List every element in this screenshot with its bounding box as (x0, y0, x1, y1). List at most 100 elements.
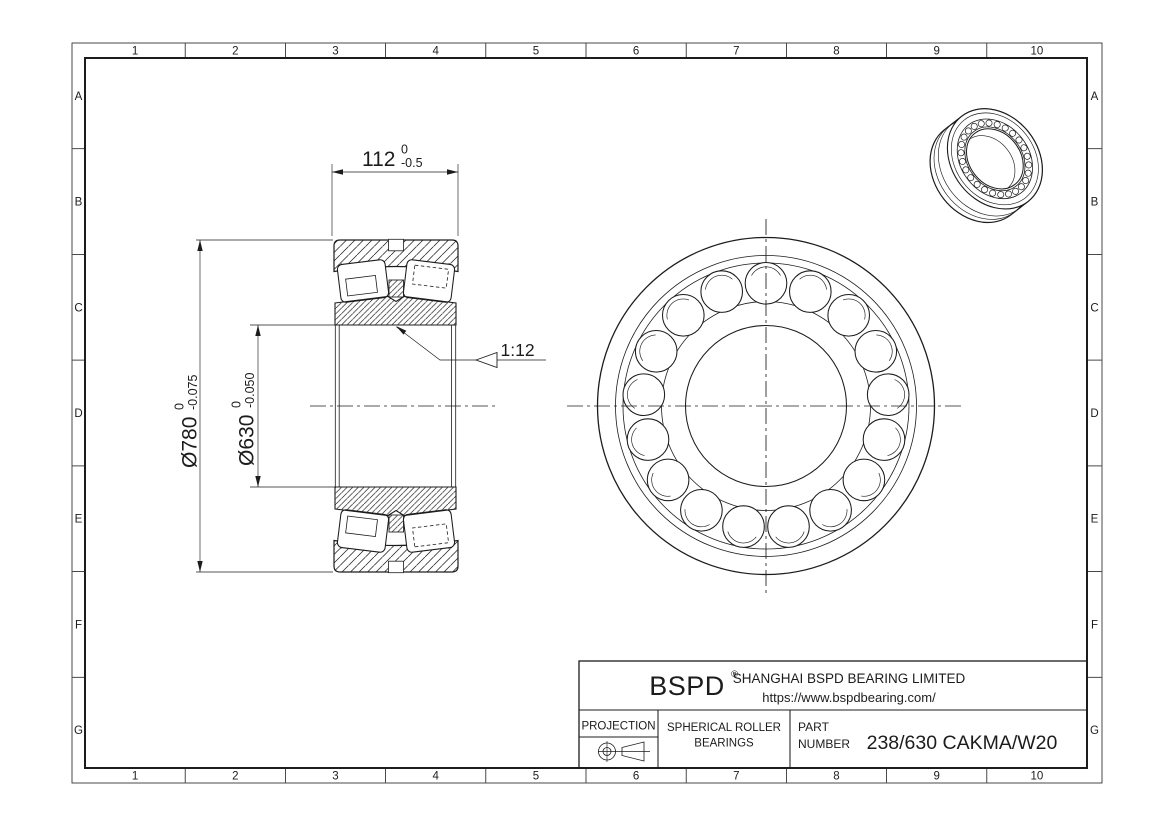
roller (788, 270, 832, 313)
grid-col-label-top: 10 (1031, 46, 1044, 58)
bspd-logo: BSPD (649, 671, 725, 701)
grid-row-label-right: C (1090, 302, 1098, 314)
roller-pocket-arc (861, 472, 881, 497)
roller (866, 373, 910, 417)
iso-roller (993, 121, 1001, 129)
taper-annotation: 1:12 (396, 326, 546, 369)
website-url: https://www.bspdbearing.com/ (762, 690, 936, 705)
dim-bore-tol-upper: 0 (230, 401, 244, 408)
grid-row-label-right: F (1091, 619, 1098, 631)
grid-row-label-left: B (75, 197, 83, 209)
iso-roller (1023, 152, 1031, 160)
roller (634, 329, 678, 373)
iso-roller (1005, 190, 1012, 198)
roller-pocket-arc (822, 509, 848, 528)
roller-pocket-arc (639, 334, 656, 361)
iso-roller (962, 166, 970, 174)
roller (767, 505, 810, 548)
product-type-line2: BEARINGS (694, 738, 754, 750)
iso-roller (1009, 129, 1017, 137)
taper-label: 1:12 (501, 340, 535, 360)
iso-roller (959, 157, 966, 165)
iso-bore-edge (966, 128, 1024, 190)
roller-pocket-arc (799, 274, 827, 290)
iso-roller (960, 133, 968, 141)
grid-col-label-top: 2 (232, 46, 238, 58)
roller-section-right (402, 259, 456, 303)
grid-col-label-bottom: 10 (1031, 771, 1044, 783)
grid-col-label-bottom: 2 (232, 771, 238, 783)
dim-width: 112 0 -0.5 (331, 143, 459, 236)
dim-bore-diameter: Ø630 0 -0.050 (230, 324, 338, 488)
roller-pocket-arc (651, 472, 671, 497)
roller (680, 488, 723, 532)
iso-roller (1025, 161, 1033, 169)
roller-pocket-arc (666, 298, 690, 320)
grid-row-label-left: G (74, 725, 83, 737)
iso-roller (1001, 124, 1009, 132)
grid-col-label-bottom: 5 (533, 771, 539, 783)
roller (854, 329, 898, 373)
roller (809, 488, 852, 532)
iso-roller (981, 186, 988, 194)
roller (622, 373, 666, 417)
registered-mark: ® (731, 669, 738, 680)
grid-col-label-bottom: 7 (733, 771, 739, 783)
iso-roller (1012, 187, 1019, 195)
iso-roller (1020, 144, 1028, 152)
iso-roller (997, 191, 1005, 199)
roller-pocket-arc (727, 531, 757, 544)
grid-row-label-right: E (1091, 514, 1099, 526)
grid-row-label-right: B (1091, 197, 1099, 209)
roller (700, 270, 744, 313)
lubrication-groove (388, 238, 404, 252)
roller (842, 458, 886, 502)
iso-roller (973, 180, 981, 188)
grid-col-label-top: 4 (432, 46, 439, 58)
dim-bore-value: Ø630 (236, 415, 259, 466)
iso-roller (1022, 177, 1030, 185)
iso-roller (958, 141, 966, 148)
dim-od-tol-upper: 0 (173, 403, 187, 410)
dim-od-value: Ø780 (179, 417, 202, 468)
roller-pocket-arc (631, 427, 645, 456)
iso-roller-band (957, 119, 1033, 199)
roller-section-left (336, 259, 390, 303)
iso-roller (964, 127, 972, 135)
grid-row-label-right: A (1091, 91, 1099, 103)
roller (827, 293, 871, 337)
grid-col-label-bottom: 1 (132, 771, 138, 783)
section-lower-half (333, 486, 459, 574)
grid-col-label-bottom: 9 (933, 771, 939, 783)
isometric-view (929, 108, 1043, 224)
grid-col-label-bottom: 6 (633, 771, 639, 783)
grid-col-label-top: 6 (633, 46, 639, 58)
section-upper-half (333, 238, 459, 326)
roller-pocket-arc (887, 427, 901, 456)
grid-col-label-top: 5 (533, 46, 539, 58)
roller-pocket-arc (684, 509, 710, 528)
roller-pocket-arc (842, 298, 866, 320)
grid-col-label-top: 9 (933, 46, 939, 58)
iso-roller (1024, 169, 1032, 177)
roller (722, 505, 765, 548)
grid-row-label-left: E (75, 514, 83, 526)
roller-pocket-arc (775, 531, 805, 544)
grid-row-label-left: F (75, 619, 82, 631)
iso-roller (977, 120, 985, 128)
dim-width-tol-upper: 0 (401, 143, 408, 157)
grid-col-label-bottom: 4 (432, 771, 439, 783)
grid-col-label-bottom: 3 (332, 771, 338, 783)
dim-bore-tol-lower: -0.050 (243, 373, 257, 408)
title-block: BSPD ® SHANGHAI BSPD BEARING LIMITED htt… (578, 660, 1088, 769)
guide-ring (388, 279, 404, 298)
taper-symbol-icon (474, 351, 498, 369)
company-name: SHANGHAI BSPD BEARING LIMITED (733, 671, 966, 686)
iso-roller (989, 189, 997, 197)
iso-roller (967, 174, 975, 182)
roller-set (622, 261, 910, 548)
grid-col-label-top: 8 (833, 46, 839, 58)
grid-row-label-left: C (74, 302, 82, 314)
